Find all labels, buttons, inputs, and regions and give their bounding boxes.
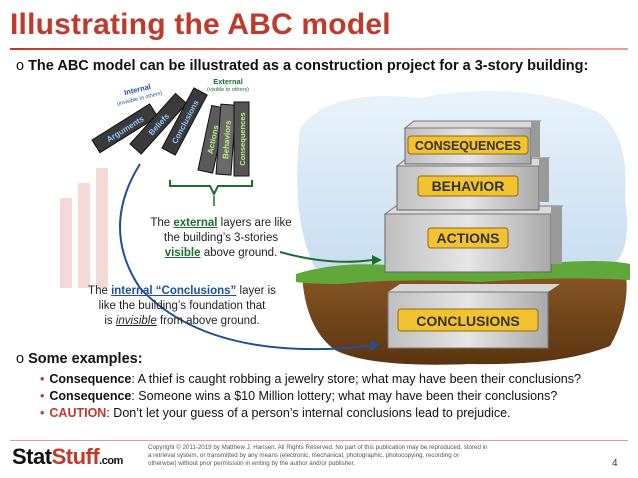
- ann-int-post3: from above ground.: [156, 315, 260, 327]
- bullet-marker-2: o: [16, 351, 25, 367]
- statstuff-logo: StatStuff.com: [12, 444, 123, 470]
- floor-label-behavior: BEHAVIOR: [432, 178, 505, 194]
- domino-arguments: [91, 103, 159, 154]
- floor-label-consequences: CONSEQUENCES: [415, 139, 521, 153]
- domino-beliefs: [129, 92, 188, 155]
- caution-label: CAUTION: [49, 406, 107, 420]
- bullet-dot: •: [40, 372, 45, 386]
- floor-label-actions: ACTIONS: [437, 230, 500, 246]
- external-sublabel: (visible to others): [207, 87, 249, 93]
- logo-stat: Stat: [12, 444, 52, 469]
- annotation-external: The external layers are like the buildin…: [146, 216, 296, 261]
- footer-divider: [10, 440, 628, 441]
- ann-ext-post2: above ground.: [200, 247, 278, 259]
- example-text: : Someone wins a $10 Million lottery; wh…: [131, 389, 558, 403]
- title-underline: [10, 48, 628, 50]
- copyright-notice: Copyright © 2011-2019 by Matthew J. Hans…: [148, 444, 488, 467]
- floor-consequences: CONSEQUENCES: [403, 120, 542, 165]
- example-item: • Consequence: Someone wins a $10 Million…: [40, 389, 557, 403]
- domino-label-behaviors: Behaviors: [221, 120, 233, 160]
- ann-ext-line2: the building’s 3-stories: [163, 232, 279, 244]
- intro-text: The ABC model can be illustrated as a co…: [28, 58, 589, 74]
- bullet-dot: •: [40, 389, 45, 403]
- arrow-to-building: [279, 251, 373, 263]
- ann-int-key: internal “Conclusions”: [111, 285, 237, 297]
- ann-ext-post: layers are like: [217, 217, 292, 229]
- ann-int-pre: The: [88, 285, 112, 297]
- external-label: External: [213, 78, 243, 86]
- logo-com: .com: [99, 455, 123, 467]
- ann-int-pre3: is: [104, 315, 116, 327]
- bullet-dot: •: [40, 406, 45, 420]
- arrowhead-blue: [370, 341, 380, 351]
- domino-label-consequences: Consequences: [238, 112, 247, 165]
- arrowhead-green: [372, 255, 382, 265]
- domino-group: Internal (invisible to others) External …: [91, 78, 253, 197]
- logo-stuff: Stuff: [51, 444, 100, 469]
- examples-heading-text: Some examples:: [28, 351, 143, 367]
- domino-behaviors: [215, 103, 237, 176]
- floor-actions: ACTIONS: [383, 205, 564, 273]
- bullet-marker: o: [16, 58, 25, 74]
- example-item: • CAUTION: Don’t let your guess of a pers…: [40, 406, 511, 420]
- external-brace: [169, 180, 253, 197]
- ann-ext-key: external: [173, 217, 218, 229]
- page-title: Illustrating the ABC model: [10, 8, 391, 41]
- ann-ext-key2: visible: [164, 247, 201, 259]
- ann-int-line2: like the building’s foundation that: [98, 300, 266, 312]
- ann-int-post: layer is: [236, 285, 276, 297]
- foundation-block: CONCLUSIONS: [387, 284, 560, 349]
- example-text: : A thief is caught robbing a jewelry st…: [131, 372, 581, 386]
- watermark: [60, 168, 108, 288]
- domino-consequences: [233, 101, 250, 177]
- page-number: 4: [612, 458, 618, 469]
- domino-conclusions: [161, 87, 208, 156]
- example-label: Consequence: [49, 389, 132, 403]
- illustration: CONCLUSIONS ACTIONS BEHAVIOR CONSEQUENCE…: [60, 78, 630, 365]
- annotation-internal: The internal “Conclusions” layer is like…: [82, 284, 282, 329]
- ann-ext-pre: The: [150, 217, 174, 229]
- ann-int-key3: invisible: [115, 315, 157, 327]
- foundation-label: CONCLUSIONS: [416, 313, 519, 329]
- floor-behavior: BEHAVIOR: [395, 157, 551, 211]
- example-item: • Consequence: A thief is caught robbing …: [40, 372, 581, 386]
- example-label: Consequence: [49, 372, 132, 386]
- example-text: : Don’t let your guess of a person’s int…: [106, 406, 511, 420]
- arrow-internal: [119, 163, 371, 351]
